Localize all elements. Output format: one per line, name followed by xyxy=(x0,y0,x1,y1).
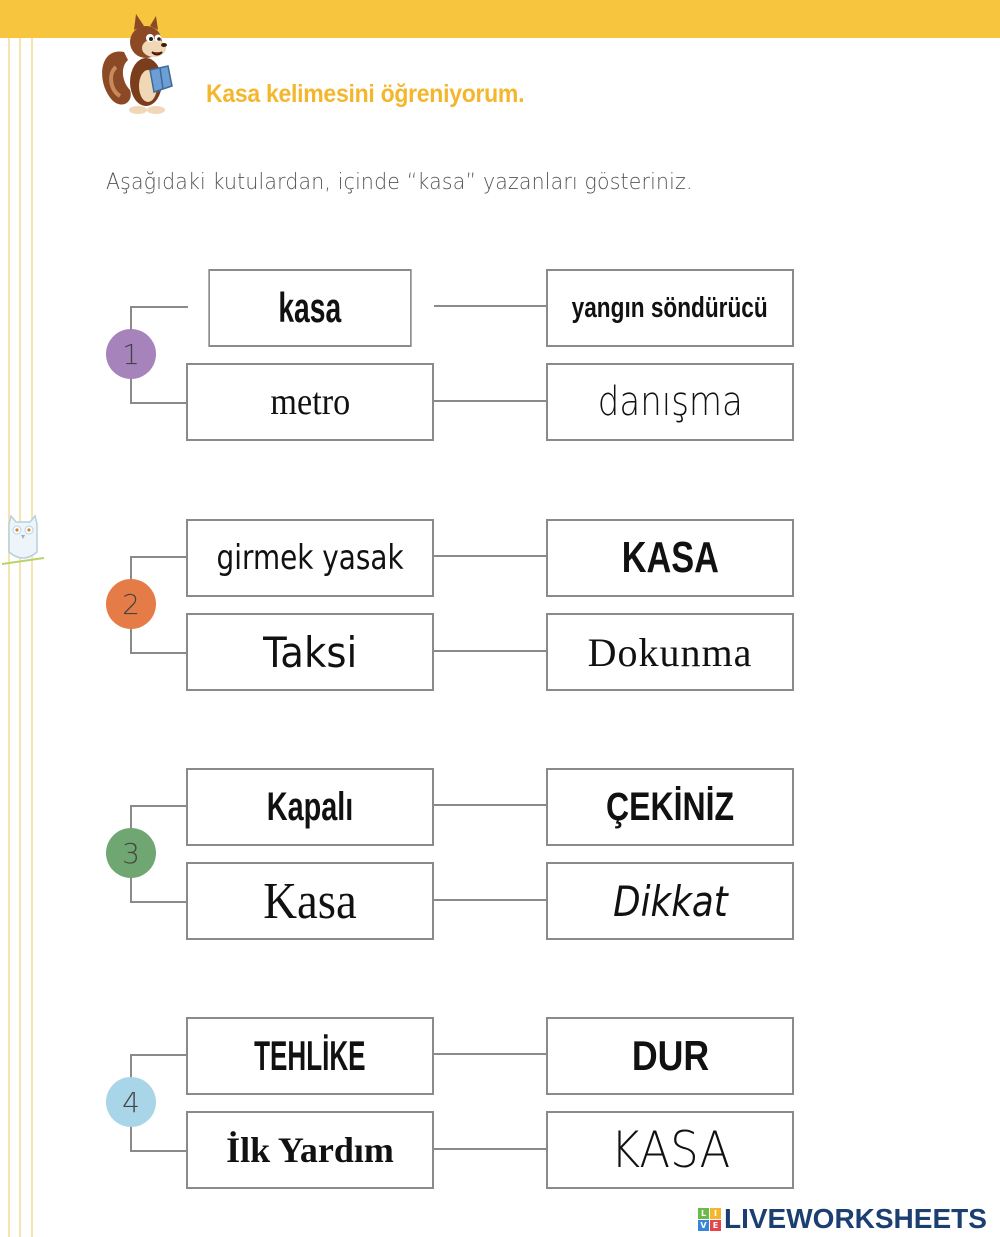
word-box[interactable]: Kasa xyxy=(186,862,434,940)
logo-text: LIVEWORKSHEETS xyxy=(724,1203,987,1234)
word-box[interactable]: DUR xyxy=(546,1017,794,1095)
group-number-badge: 3 xyxy=(106,828,156,878)
word-box[interactable]: yangın söndürücü xyxy=(546,269,794,347)
word-box[interactable]: KASA xyxy=(546,519,794,597)
word-label: TEHLİKE xyxy=(254,1032,366,1079)
group-3: 3 Kapalı ÇEKİNİZ Kasa Dikkat xyxy=(106,768,806,940)
header-band xyxy=(0,0,1000,38)
connector-line xyxy=(434,555,546,557)
word-box[interactable]: girmek yasak xyxy=(186,519,434,597)
word-box[interactable]: TEHLİKE xyxy=(186,1017,434,1095)
connector-line xyxy=(434,400,546,402)
word-label: KASA xyxy=(610,1121,730,1179)
word-box[interactable]: Taksi xyxy=(186,613,434,691)
group-4: 4 TEHLİKE DUR İlk Yardım KASA xyxy=(106,1017,806,1189)
squirrel-mascot-icon xyxy=(102,14,173,114)
word-label: danışma xyxy=(597,379,743,425)
liveworksheets-logo: L I V E LIVEWORKSHEETS xyxy=(698,1203,987,1235)
word-label: Taksi xyxy=(262,627,358,677)
instruction-text: Aşağıdaki kutulardan, içinde “kasa” yaza… xyxy=(106,170,693,195)
word-label: kasa xyxy=(278,284,342,331)
group-number-badge: 2 xyxy=(106,579,156,629)
group-1: 1 kasa yangın söndürücü metro danışma xyxy=(106,269,806,441)
connector-line xyxy=(434,1053,546,1055)
page-title: Kasa kelimesini öğreniyorum. xyxy=(206,80,525,108)
live-logo-icon: L I V E xyxy=(698,1207,721,1231)
word-label: yangın söndürücü xyxy=(571,291,769,324)
word-box[interactable]: KASA xyxy=(546,1111,794,1189)
word-box[interactable]: Kapalı xyxy=(186,768,434,846)
owl-icon xyxy=(2,514,44,565)
word-label: KASA xyxy=(621,533,719,582)
word-label: ÇEKİNİZ xyxy=(606,784,734,829)
connector-line xyxy=(434,804,546,806)
word-label: Dokunma xyxy=(587,629,753,675)
word-box[interactable]: İlk Yardım xyxy=(186,1111,434,1189)
connector-line xyxy=(434,650,546,652)
word-box[interactable]: ÇEKİNİZ xyxy=(546,768,794,846)
connector-line xyxy=(434,899,546,901)
group-number-badge: 1 xyxy=(106,329,156,379)
word-label: girmek yasak xyxy=(216,538,404,578)
margin-decoration xyxy=(0,38,40,1237)
word-label: metro xyxy=(270,381,350,423)
word-box[interactable]: kasa xyxy=(208,269,412,347)
connector-line xyxy=(434,1148,546,1150)
group-2: 2 girmek yasak KASA Taksi Dokunma xyxy=(106,519,806,691)
connector-line xyxy=(434,305,546,307)
word-box[interactable]: metro xyxy=(186,363,434,441)
word-box[interactable]: danışma xyxy=(546,363,794,441)
word-label: DUR xyxy=(631,1032,709,1079)
word-box[interactable]: Dokunma xyxy=(546,613,794,691)
word-box[interactable]: Dikkat xyxy=(546,862,794,940)
word-label: Dikkat xyxy=(612,876,728,926)
word-label: Kapalı xyxy=(266,784,354,829)
word-label: Kasa xyxy=(263,872,357,930)
word-label: İlk Yardım xyxy=(226,1130,394,1170)
group-number-badge: 4 xyxy=(106,1077,156,1127)
